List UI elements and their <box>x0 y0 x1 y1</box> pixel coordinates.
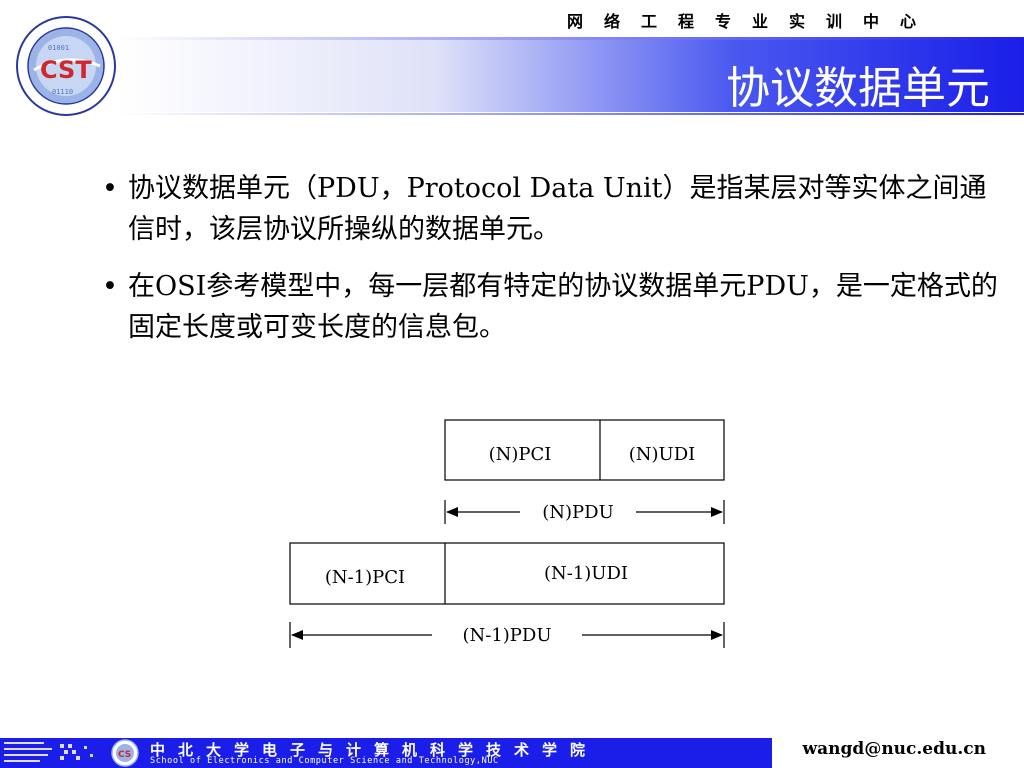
n1-pdu-box <box>289 542 725 605</box>
n-pci-label: (N)PCI <box>489 444 552 465</box>
footer-decoration <box>4 742 93 762</box>
logo-text: CST <box>40 56 92 84</box>
footer-logo-icon: CS <box>111 739 139 767</box>
bullet-dot-icon: • <box>102 173 118 204</box>
bullet-item: • 在OSI参考模型中，每一层都有特定的协议数据单元PDU，是一定格式的固定长度或… <box>100 266 1000 348</box>
svg-text:CS: CS <box>118 750 131 760</box>
bullet-item: • 协议数据单元（PDU，Protocol Data Unit）是指某层对等实体之… <box>100 168 1000 250</box>
footer-school-en: School of Electronics and Computer Scien… <box>150 756 499 766</box>
svg-text:01001: 01001 <box>48 44 69 52</box>
title-stripe-bottom <box>118 113 1024 115</box>
n1-pdu-label: (N-1)PDU <box>462 625 551 646</box>
bullet-text-1: 协议数据单元（PDU，Protocol Data Unit）是指某层对等实体之间… <box>128 173 987 245</box>
bullet-dot-icon: • <box>102 271 118 302</box>
n1-pci-label: (N-1)PCI <box>325 567 405 588</box>
svg-text:01110: 01110 <box>52 88 73 96</box>
n1-udi-label: (N-1)UDI <box>544 563 628 584</box>
title-band <box>118 40 1024 112</box>
title-stripe-top <box>118 37 1024 40</box>
footer-email: wangd@nuc.edu.cn <box>802 739 986 759</box>
school-logo: 01001 01110 CST <box>16 16 116 116</box>
n-pdu-box <box>444 419 725 481</box>
header-center-title: 网络工程专业实训中心 <box>566 12 937 31</box>
slide-title: 协议数据单元 <box>726 63 990 114</box>
n-udi-label: (N)UDI <box>629 444 696 465</box>
n-pdu-label: (N)PDU <box>542 502 614 523</box>
bullet-text-2: 在OSI参考模型中，每一层都有特定的协议数据单元PDU，是一定格式的固定长度或可… <box>128 271 998 343</box>
footer-school-cn: 中北大学电子与计算机科学技术学院 <box>150 741 599 759</box>
bullet-list: • 协议数据单元（PDU，Protocol Data Unit）是指某层对等实体之… <box>100 168 1000 364</box>
